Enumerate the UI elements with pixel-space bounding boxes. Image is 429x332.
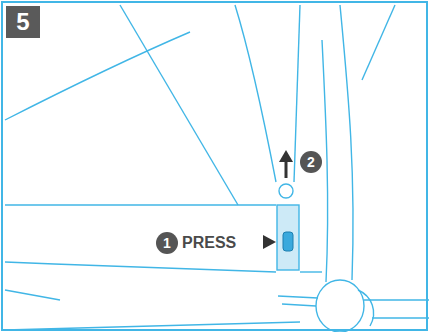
action-label: PRESS — [182, 232, 236, 254]
callout-number: 2 — [300, 151, 322, 173]
step-number-box: 5 — [6, 6, 40, 38]
callout-number: 1 — [156, 232, 178, 254]
step-number: 5 — [16, 8, 29, 36]
